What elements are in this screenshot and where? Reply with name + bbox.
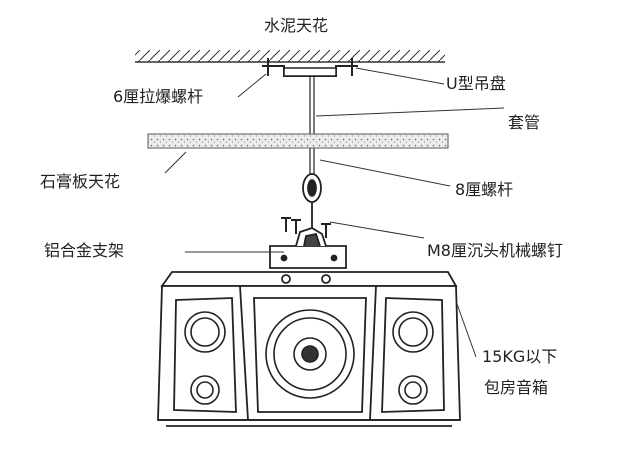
leader-lines — [164, 67, 505, 358]
u-bracket — [262, 65, 358, 77]
label-sleeve: 套管 — [508, 113, 541, 132]
label-weight-limit: 15KG以下 — [482, 347, 558, 366]
label-ceiling: 水泥天花 — [264, 16, 329, 35]
label-expansion-bolt: 6厘拉爆螺杆 — [113, 87, 204, 106]
aluminum-bracket — [269, 227, 347, 269]
turnbuckle — [302, 173, 322, 228]
label-aluminum-bracket: 铝合金支架 — [44, 241, 125, 260]
label-threaded-rod: 8厘螺杆 — [455, 180, 514, 199]
speaker-drivers — [184, 309, 434, 405]
concrete-ceiling — [135, 50, 445, 63]
sleeve-rod — [309, 76, 315, 180]
label-gypsum-ceiling: 石膏板天花 — [40, 172, 121, 191]
label-speaker-box: 包房音箱 — [484, 378, 549, 397]
gypsum-board — [147, 133, 449, 149]
countersunk-screws — [281, 217, 331, 238]
label-u-bracket: U型吊盘 — [446, 74, 506, 93]
label-countersunk-screw: M8厘沉头机械螺钉 — [427, 241, 563, 260]
